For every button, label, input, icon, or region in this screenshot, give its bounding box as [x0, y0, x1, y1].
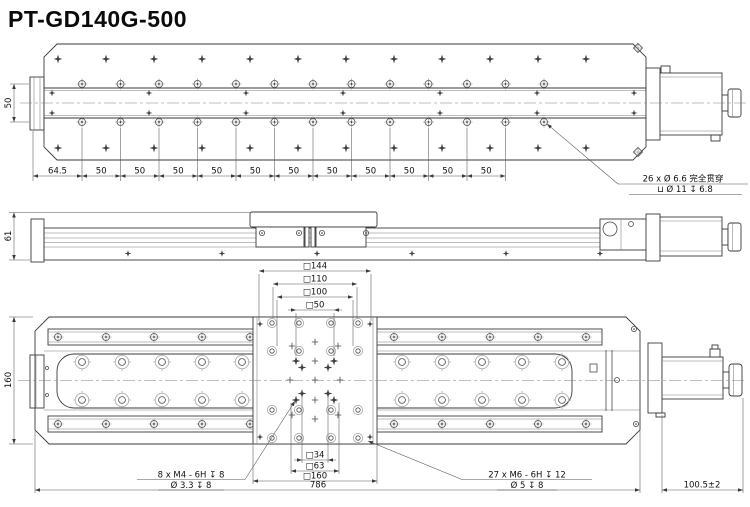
dim-lower-2: □160 — [303, 472, 327, 482]
dim-seg-1: 50 — [96, 167, 107, 177]
bottom-end-cap — [29, 354, 49, 409]
dim-seg-10: 50 — [442, 167, 453, 177]
side-view-motor — [645, 213, 742, 262]
top-view-table-band — [44, 87, 646, 119]
top-view-motor — [645, 65, 742, 142]
corner-mark-icon — [633, 43, 643, 53]
end-screw-icon — [632, 420, 640, 428]
dim-seg-2: 50 — [134, 167, 145, 177]
dim-upper-0: □144 — [303, 262, 327, 272]
top-hole-callout: 26 x Ø 6.6 完全贯穿 ⊔ Ø 11 ↧ 6.8 — [545, 122, 748, 195]
dim-seg-5: 50 — [250, 167, 261, 177]
note-m6-line2: Ø 5 ↧ 8 — [511, 480, 544, 491]
dim-seg-0: 64.5 — [48, 167, 67, 177]
corner-mark-icon — [633, 147, 643, 157]
dim-seg-6: 50 — [288, 167, 299, 177]
bottom-view-motor — [647, 342, 743, 418]
dim-side-height: 61 — [4, 231, 14, 242]
bottom-view: 160 □144 □110 □100 □50 — [4, 262, 747, 493]
note-top-line1: 26 x Ø 6.6 完全贯穿 — [643, 174, 724, 185]
end-screw-icon — [630, 325, 638, 333]
dim-seg-11: 50 — [481, 167, 492, 177]
drawing-title: PT-GD140G-500 — [8, 6, 188, 32]
m4-callout: 8 x M4 - 6H ↧ 8 Ø 3.3 ↧ 8 — [137, 400, 297, 491]
top-view: 50 64.5 50 50 50 50 50 50 50 50 50 50 — [4, 43, 748, 195]
top-view-dim-50: 50 — [4, 83, 29, 123]
dim-seg-4: 50 — [211, 167, 222, 177]
dim-lower-0: □34 — [306, 451, 325, 461]
side-carriage — [249, 211, 378, 248]
side-view: 61 — [4, 211, 742, 263]
bottom-view-dim-160: 160 — [4, 316, 33, 445]
dim-upper-1: □110 — [303, 275, 327, 285]
motor-length-dim: 100.5±2 — [661, 398, 744, 493]
dim-seg-8: 50 — [365, 167, 376, 177]
dim-seg-9: 50 — [404, 167, 415, 177]
dim-seg-7: 50 — [327, 167, 338, 177]
bottom-lower-dims: □34 □63 □160 786 — [34, 397, 641, 493]
note-top-line2: ⊔ Ø 11 ↧ 6.8 — [657, 184, 713, 195]
side-bearing-bracket — [599, 218, 648, 251]
dim-bottom-width: 160 — [4, 372, 14, 388]
dim-top-table-width: 50 — [4, 98, 14, 109]
note-m4-line2: Ø 3.3 ↧ 8 — [171, 480, 212, 491]
dim-seg-3: 50 — [173, 167, 184, 177]
top-view-end-cap — [29, 76, 45, 131]
dim-motor-length: 100.5±2 — [684, 481, 721, 491]
note-m6-line1: 27 x M6 - 6H ↧ 12 — [488, 471, 566, 481]
top-thread-holes — [48, 54, 638, 153]
side-end-cap — [30, 218, 45, 263]
dim-lower-1: □63 — [306, 462, 325, 472]
side-view-dim-61: 61 — [4, 212, 250, 261]
top-view-segment-dims: 64.5 50 50 50 50 50 50 50 50 50 50 50 — [32, 128, 506, 181]
m6-callout: 27 x M6 - 6H ↧ 12 Ø 5 ↧ 8 — [367, 439, 592, 491]
bottom-upper-dims: □144 □110 □100 □50 — [258, 262, 372, 356]
note-m4-line1: 8 x M4 - 6H ↧ 8 — [158, 471, 225, 481]
dim-lower-3: 786 — [310, 481, 326, 491]
dim-upper-2: □100 — [303, 288, 327, 298]
dim-upper-3: □50 — [306, 301, 325, 311]
